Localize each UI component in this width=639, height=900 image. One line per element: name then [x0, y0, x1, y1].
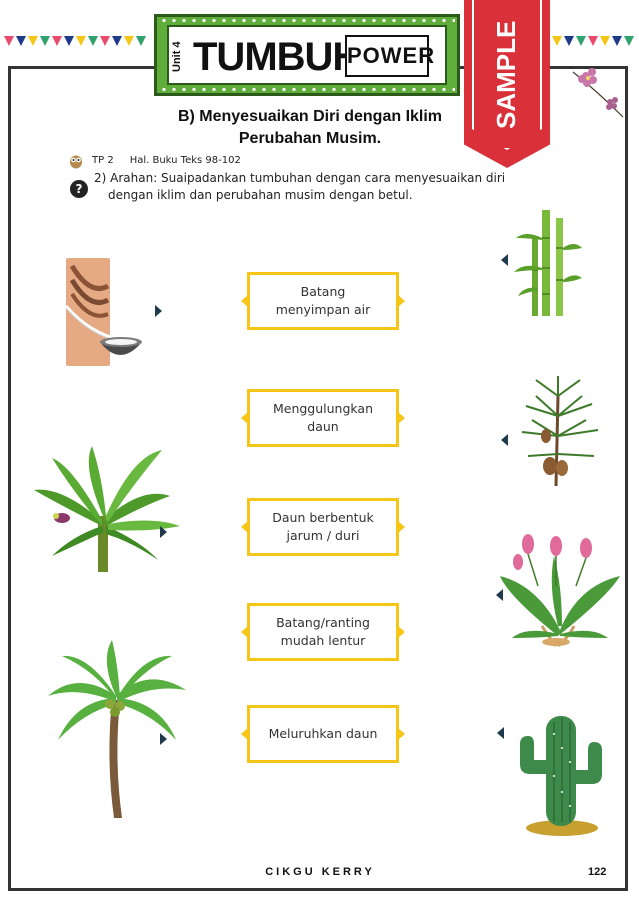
card-label: Meluruhkan daun — [268, 726, 378, 741]
match-arrow — [160, 733, 167, 745]
match-arrow — [496, 589, 503, 601]
match-card[interactable]: Menggulungkan daun — [241, 389, 405, 447]
match-card[interactable]: Batang menyimpan air — [241, 272, 405, 330]
section-title-line2: Perubahan Musim. — [238, 130, 382, 147]
book-reference: Hal. Buku Teks 98-102 — [129, 155, 241, 166]
section-title-line1: B) Menyesuaikan Diri dengan Iklim — [177, 108, 443, 125]
match-card[interactable]: Batang/ranting mudah lentur — [241, 603, 405, 661]
bunting-left — [4, 36, 148, 50]
match-arrow — [501, 254, 508, 266]
instruction-line1: 2) Arahan: Suaipadankan tumbuhan dengan … — [94, 171, 506, 185]
bunting-right — [552, 36, 636, 50]
unit-label: Unit 4 — [171, 41, 183, 73]
power-logo: POWER — [345, 35, 436, 77]
card-label: Batang menyimpan air — [275, 284, 371, 317]
bamboo-icon — [514, 210, 582, 316]
tp-level: TP 2 — [92, 155, 114, 166]
match-card[interactable]: Meluruhkan daun — [241, 705, 405, 763]
owl-icon — [70, 155, 82, 169]
card-label: Batang/ranting mudah lentur — [276, 615, 370, 648]
match-arrow — [497, 727, 504, 739]
instruction-text: 2) Arahan: Suaipadankan tumbuhan dengan … — [94, 170, 534, 204]
unit-banner: Unit 4 TUMBUHAN POWER — [154, 14, 460, 96]
match-arrow — [501, 434, 508, 446]
page-number: 122 — [588, 866, 607, 878]
flowering-herb-icon — [500, 534, 620, 648]
question-icon: ? — [70, 180, 88, 198]
pine-branch-icon — [521, 376, 599, 487]
instruction-line2: dengan iklim dan perubahan musim dengan … — [108, 188, 413, 202]
coconut-tree-icon — [48, 640, 186, 818]
footer-author: CIKGU KERRY — [265, 866, 375, 878]
sample-ribbon: SAMPLE — [464, 0, 550, 168]
match-card[interactable]: Daun berbentuk jarum / duri — [241, 498, 405, 556]
match-arrow — [160, 526, 167, 538]
match-arrow — [155, 305, 162, 317]
card-label: Menggulungkan daun — [272, 401, 374, 434]
rubber-tree-tapping-icon — [64, 258, 142, 366]
power-logo-text: POWER — [347, 43, 436, 68]
card-label: Daun berbentuk jarum / duri — [272, 510, 374, 543]
tp-row: TP 2 Hal. Buku Teks 98-102 — [92, 155, 241, 166]
flower-decoration-icon — [572, 68, 624, 118]
cactus-icon — [520, 716, 602, 836]
section-title: B) Menyesuaikan Diri dengan Iklim Peruba… — [130, 106, 490, 150]
banana-plant-icon — [34, 446, 180, 572]
